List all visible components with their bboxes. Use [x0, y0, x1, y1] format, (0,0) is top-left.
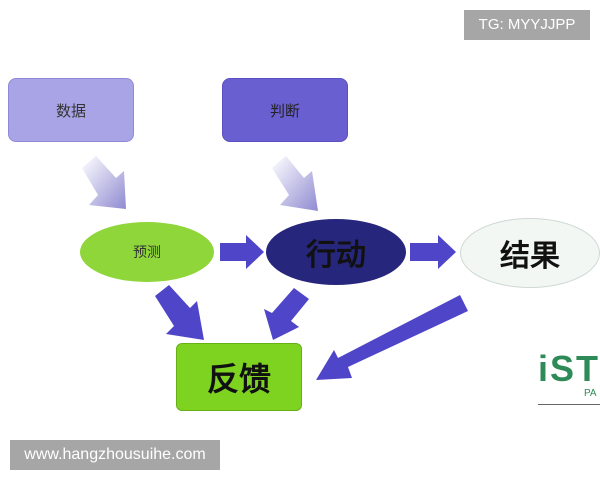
node-feedback-label: 反馈	[206, 360, 271, 398]
node-action-label: 行动	[306, 238, 366, 273]
watermark-url-badge: www.hangzhousuihe.com	[10, 440, 220, 470]
arrow-predict-to-feedback	[155, 285, 204, 340]
node-action: 行动	[266, 219, 406, 285]
arrow-data-to-predict	[82, 156, 126, 209]
node-feedback: 反馈	[176, 343, 302, 411]
arrow-result-to-feedback	[316, 295, 468, 380]
logo-divider	[538, 404, 600, 405]
node-result-label: 结果	[500, 239, 560, 274]
node-predict: 预测	[80, 222, 214, 282]
node-predict-label: 预测	[133, 245, 161, 261]
arrow-action-to-result	[410, 235, 456, 269]
node-data: 数据	[8, 78, 134, 142]
logo-main-text: iSTE	[538, 348, 600, 389]
node-judgment-label: 判断	[269, 101, 300, 120]
arrow-predict-to-action	[220, 235, 264, 269]
arrow-action-to-feedback	[264, 288, 309, 340]
logo-sub-text: PA	[584, 388, 597, 399]
node-result: 结果	[460, 218, 600, 288]
iste-logo: iSTE PA	[530, 348, 600, 412]
node-data-label: 数据	[55, 101, 86, 120]
node-judgment: 判断	[222, 78, 348, 142]
watermark-tg-badge: TG: MYYJJPP	[464, 10, 590, 40]
arrow-judgment-to-action	[272, 156, 318, 211]
